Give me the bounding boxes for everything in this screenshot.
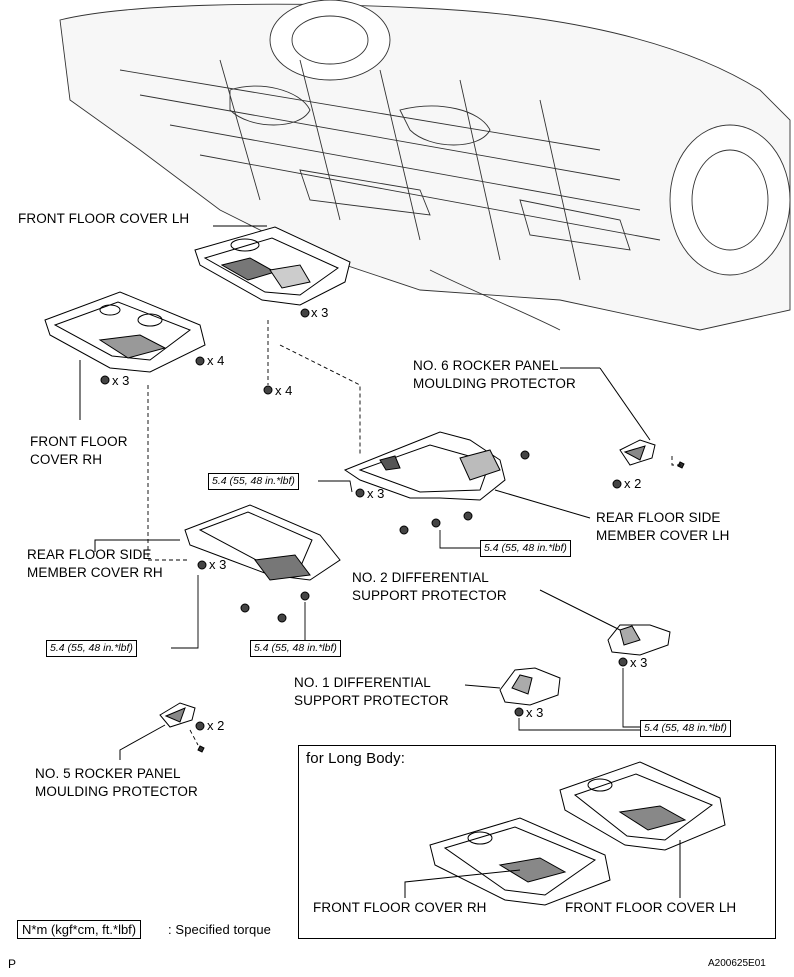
figure-id: A200625E01 (708, 958, 766, 969)
label-front-floor-cover-rh-line1: FRONT FLOOR (30, 434, 128, 449)
qty-no6: x 2 (624, 476, 642, 491)
front-floor-cover-rh-part (44, 291, 206, 420)
torque-spec-rear-lh: 5.4 (55, 48 in.*lbf) (208, 473, 299, 490)
torque-spec-differential: 5.4 (55, 48 in.*lbf) (640, 720, 731, 737)
label-no1-diff-line1: NO. 1 DIFFERENTIAL (294, 675, 431, 690)
legend-description: : Specified torque (168, 922, 271, 937)
long-body-parts (404, 761, 726, 906)
qty-no1: x 3 (526, 705, 544, 720)
front-floor-cover-lh-part (194, 225, 351, 306)
label-rear-floor-side-member-cover-rh-line2: MEMBER COVER RH (27, 565, 163, 580)
label-no2-diff-line1: NO. 2 DIFFERENTIAL (352, 570, 489, 585)
legend-unit-box: N*m (kgf*cm, ft.*lbf) (17, 920, 142, 939)
no2-diff-protector-part (539, 589, 671, 656)
label-no2-diff-line2: SUPPORT PROTECTOR (352, 588, 507, 603)
rear-floor-side-member-cover-lh-part (343, 431, 591, 519)
bolts (100, 308, 628, 731)
long-body-title: for Long Body: (306, 750, 405, 767)
qty-no2: x 3 (630, 655, 648, 670)
page-letter: P (8, 957, 17, 971)
label-no6-rocker-line1: NO. 6 ROCKER PANEL (413, 358, 559, 373)
label-no5-rocker-line1: NO. 5 ROCKER PANEL (35, 766, 181, 781)
label-no6-rocker-line2: MOULDING PROTECTOR (413, 376, 576, 391)
long-body-label-lh: FRONT FLOOR COVER LH (565, 900, 737, 915)
label-no1-diff-line2: SUPPORT PROTECTOR (294, 693, 449, 708)
torque-spec-rear-lh-bottom: 5.4 (55, 48 in.*lbf) (480, 540, 571, 557)
no5-rocker-protector-part (119, 702, 205, 760)
label-no5-rocker-line2: MOULDING PROTECTOR (35, 784, 198, 799)
no1-diff-protector-part (464, 667, 561, 706)
qty-rear-lh: x 3 (367, 486, 385, 501)
torque-spec-rear-rh-right: 5.4 (55, 48 in.*lbf) (250, 640, 341, 657)
label-front-floor-cover-lh: FRONT FLOOR COVER LH (18, 211, 190, 226)
qty-rear-rh: x 3 (209, 557, 227, 572)
qty-lh-top: x 3 (311, 305, 329, 320)
label-rear-floor-side-member-cover-lh-line2: MEMBER COVER LH (596, 528, 730, 543)
label-rear-floor-side-member-cover-lh-line1: REAR FLOOR SIDE (596, 510, 721, 525)
rear-floor-side-member-cover-rh-part (94, 504, 341, 581)
label-rear-floor-side-member-cover-rh-line1: REAR FLOOR SIDE (27, 547, 152, 562)
qty-rh-right: x 4 (207, 353, 225, 368)
qty-no5: x 2 (207, 718, 225, 733)
qty-rh: x 3 (112, 373, 130, 388)
long-body-frame (298, 745, 776, 939)
no6-rocker-protector-part (560, 367, 685, 469)
label-front-floor-cover-rh-line2: COVER RH (30, 452, 103, 467)
torque-spec-rear-rh-left: 5.4 (55, 48 in.*lbf) (46, 640, 137, 657)
qty-mid: x 4 (275, 383, 293, 398)
long-body-label-rh: FRONT FLOOR COVER RH (313, 900, 487, 915)
vehicle-underbody (59, 0, 791, 331)
